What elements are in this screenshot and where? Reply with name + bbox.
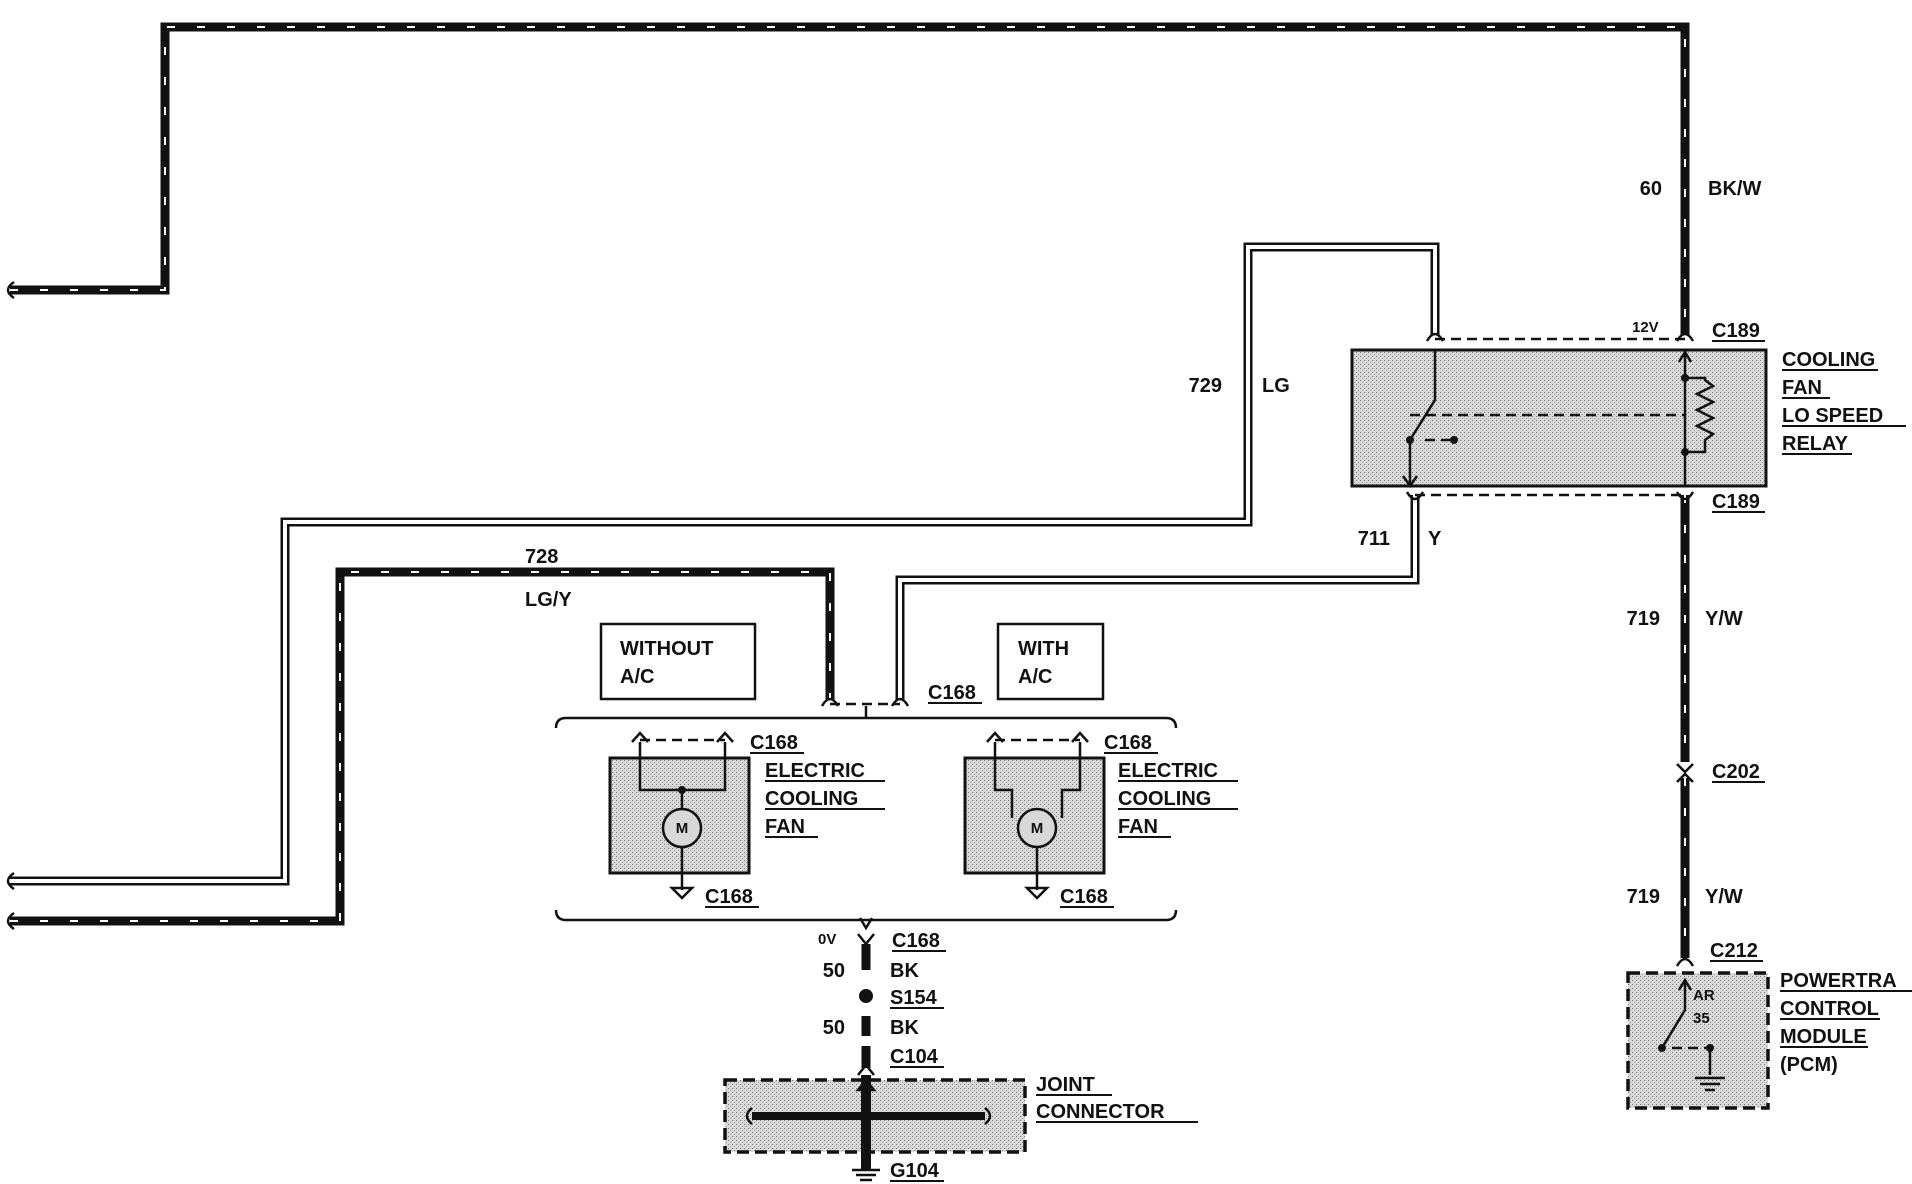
circuit-719-lower-label: 719 bbox=[1627, 886, 1660, 908]
color-y-label: Y bbox=[1428, 528, 1442, 550]
wire-729-lg bbox=[10, 242, 1440, 886]
c168-fan2-bottom-label: C168 bbox=[1060, 886, 1108, 908]
svg-text:FAN: FAN bbox=[765, 816, 805, 838]
ground-path bbox=[857, 933, 875, 1076]
with-ac-label: WITH A/C bbox=[1018, 638, 1069, 688]
svg-text:JOINT: JOINT bbox=[1036, 1074, 1095, 1096]
color-yw-lower-label: Y/W bbox=[1705, 886, 1743, 908]
c212-label: C212 bbox=[1710, 940, 1758, 962]
cooling-fan-lo-speed-relay bbox=[1350, 332, 1768, 501]
color-lgy-label: LG/Y bbox=[525, 589, 572, 611]
pcm-pin-ar: AR bbox=[1693, 987, 1715, 1004]
svg-text:FAN: FAN bbox=[1782, 377, 1822, 399]
circuit-728-label: 728 bbox=[525, 546, 558, 568]
c189-top-label: C189 bbox=[1712, 320, 1760, 342]
svg-text:A/C: A/C bbox=[1018, 666, 1052, 688]
circuit-50-lower-label: 50 bbox=[823, 1017, 845, 1039]
without-ac-box bbox=[599, 622, 757, 701]
svg-text:COOLING: COOLING bbox=[1118, 788, 1211, 810]
c202-label: C202 bbox=[1712, 761, 1760, 783]
s154-label: S154 bbox=[890, 987, 938, 1009]
color-bkw-label: BK/W bbox=[1708, 178, 1761, 200]
voltage-12v-label: 12V bbox=[1632, 319, 1659, 336]
with-ac-box bbox=[996, 622, 1105, 701]
color-bk-lower-label: BK bbox=[890, 1017, 919, 1039]
c168-fan2-top-label: C168 bbox=[1104, 732, 1152, 754]
color-bk-upper-label: BK bbox=[890, 960, 919, 982]
c168-ground-label: C168 bbox=[892, 930, 940, 952]
relay-name-label: COOLING FAN LO SPEED RELAY bbox=[1782, 349, 1906, 455]
pcm-module bbox=[1626, 957, 1770, 1110]
without-ac-label: WITHOUT A/C bbox=[620, 638, 713, 688]
svg-text:COOLING: COOLING bbox=[765, 788, 858, 810]
svg-text:CONNECTOR: CONNECTOR bbox=[1036, 1101, 1165, 1123]
svg-text:COOLING: COOLING bbox=[1782, 349, 1875, 371]
voltage-0v-label: 0V bbox=[818, 931, 836, 948]
connector-labels: C189 C189 C168 C168 C168 C168 C168 C168 … bbox=[705, 320, 1765, 1182]
circuit-50-upper-label: 50 bbox=[823, 960, 845, 982]
c168-fan1-top-label: C168 bbox=[750, 732, 798, 754]
electric-cooling-fan-without-ac: M bbox=[608, 731, 751, 900]
joint-connector-label: JOINT CONNECTOR bbox=[1036, 1074, 1198, 1123]
svg-text:CONTROL: CONTROL bbox=[1780, 998, 1879, 1020]
c168-top-label: C168 bbox=[928, 682, 976, 704]
color-yw-upper-label: Y/W bbox=[1705, 608, 1743, 630]
fan1-motor-m: M bbox=[676, 820, 689, 837]
fan2-motor-m: M bbox=[1031, 820, 1044, 837]
wire-60-bkw bbox=[10, 22, 1690, 335]
wire-end-markers bbox=[6, 280, 15, 931]
pcm-name-label: POWERTRA CONTROL MODULE (PCM) bbox=[1780, 970, 1912, 1076]
wire-711-y bbox=[895, 495, 1420, 700]
fan-option-brackets bbox=[554, 697, 1178, 931]
c104-label: C104 bbox=[890, 1046, 939, 1068]
fan1-name-label: ELECTRIC COOLING FAN bbox=[765, 760, 885, 838]
electric-cooling-fan-with-ac: M bbox=[963, 731, 1106, 900]
color-lg-label: LG bbox=[1262, 375, 1290, 397]
svg-text:RELAY: RELAY bbox=[1782, 433, 1849, 455]
svg-text:POWERTRA: POWERTRA bbox=[1780, 970, 1897, 992]
circuit-729-label: 729 bbox=[1189, 375, 1222, 397]
g104-label: G104 bbox=[890, 1160, 940, 1182]
circuit-711-label: 711 bbox=[1358, 528, 1390, 550]
circuit-60-label: 60 bbox=[1640, 178, 1662, 200]
c189-bottom-label: C189 bbox=[1712, 491, 1760, 513]
svg-text:ELECTRIC: ELECTRIC bbox=[1118, 760, 1218, 782]
svg-text:LO SPEED: LO SPEED bbox=[1782, 405, 1883, 427]
fan2-name-label: ELECTRIC COOLING FAN bbox=[1118, 760, 1238, 838]
pcm-pin-35: 35 bbox=[1693, 1010, 1710, 1027]
c168-fan1-bottom-label: C168 bbox=[705, 886, 753, 908]
svg-text:WITHOUT: WITHOUT bbox=[620, 638, 713, 660]
circuit-719-upper-label: 719 bbox=[1627, 608, 1660, 630]
svg-text:A/C: A/C bbox=[620, 666, 654, 688]
svg-text:(PCM): (PCM) bbox=[1780, 1054, 1838, 1076]
svg-text:WITH: WITH bbox=[1018, 638, 1069, 660]
c202-inline bbox=[1676, 763, 1694, 783]
wire-728-lgy bbox=[10, 567, 835, 926]
svg-text:ELECTRIC: ELECTRIC bbox=[765, 760, 865, 782]
svg-text:MODULE: MODULE bbox=[1780, 1026, 1867, 1048]
joint-connector bbox=[723, 1075, 1027, 1182]
svg-text:FAN: FAN bbox=[1118, 816, 1158, 838]
